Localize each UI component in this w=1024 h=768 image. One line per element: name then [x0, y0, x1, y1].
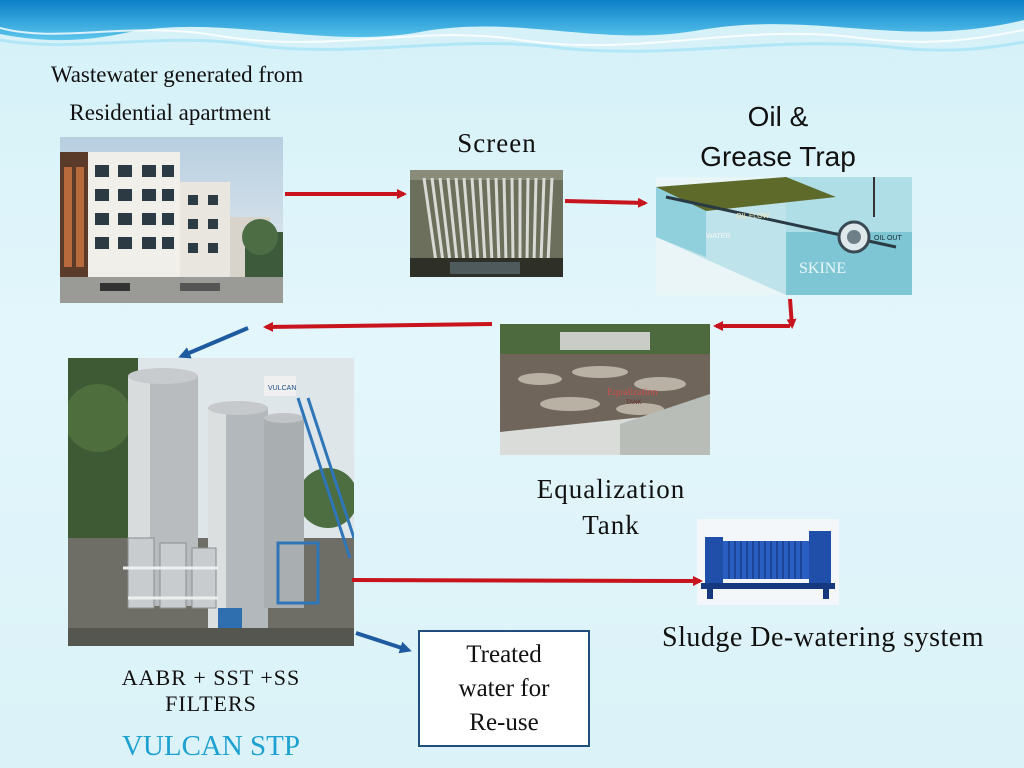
screen-image	[410, 170, 563, 277]
vulcan-sign-text: VULCAN	[268, 385, 296, 392]
sludge-dewatering-image	[697, 519, 839, 605]
aabr-plant-image: VULCAN	[68, 358, 354, 646]
treated-line3: Re-use	[469, 708, 539, 736]
sludge-label: Sludge De-watering system	[662, 622, 984, 653]
water-text: WATER	[706, 233, 731, 240]
oil-out-text: OIL OUT	[874, 235, 902, 242]
screen-label: Screen	[457, 128, 537, 158]
top-wave-decoration	[0, 0, 1024, 53]
skine-text: SKINE	[799, 260, 846, 277]
equalization-tank-image: Equalization TANK	[500, 324, 710, 455]
grease-trap-image: OIL FLOW WATER OIL OUT SKINE	[656, 177, 912, 295]
arrow-to-aabr	[178, 326, 249, 359]
arrow-aabr-to-treated	[355, 631, 412, 654]
aabr-label-line1: AABR + SST +SS	[121, 665, 301, 690]
source-label-line1: Wastewater generated from	[50, 62, 304, 87]
eq-tank-inner-label-2: TANK	[626, 400, 642, 406]
oil-trap-label-line1: Oil &	[747, 101, 809, 132]
equalization-label-line2: Tank	[582, 510, 640, 540]
arrow-eq-to-left	[263, 321, 493, 332]
source-label-line2: Residential apartment	[69, 100, 271, 125]
treated-water-box: Treated water for Re-use	[418, 630, 590, 747]
treated-line1: Treated	[466, 640, 542, 668]
eq-tank-inner-label: Equalization	[607, 387, 658, 398]
arrow-trap-down	[786, 298, 797, 329]
arrow-aabr-to-sludge	[351, 575, 703, 586]
treated-line2: water for	[458, 674, 550, 702]
oil-flow-text: OIL FLOW	[736, 213, 770, 220]
brand-label: VULCAN STP	[121, 730, 301, 762]
aabr-label-line2: FILTERS	[165, 691, 257, 716]
oil-trap-label-line2: Grease Trap	[700, 141, 856, 172]
apartment-image	[60, 137, 283, 303]
equalization-label-line1: Equalization	[536, 474, 686, 504]
arrow-screen-to-trap	[564, 197, 648, 208]
